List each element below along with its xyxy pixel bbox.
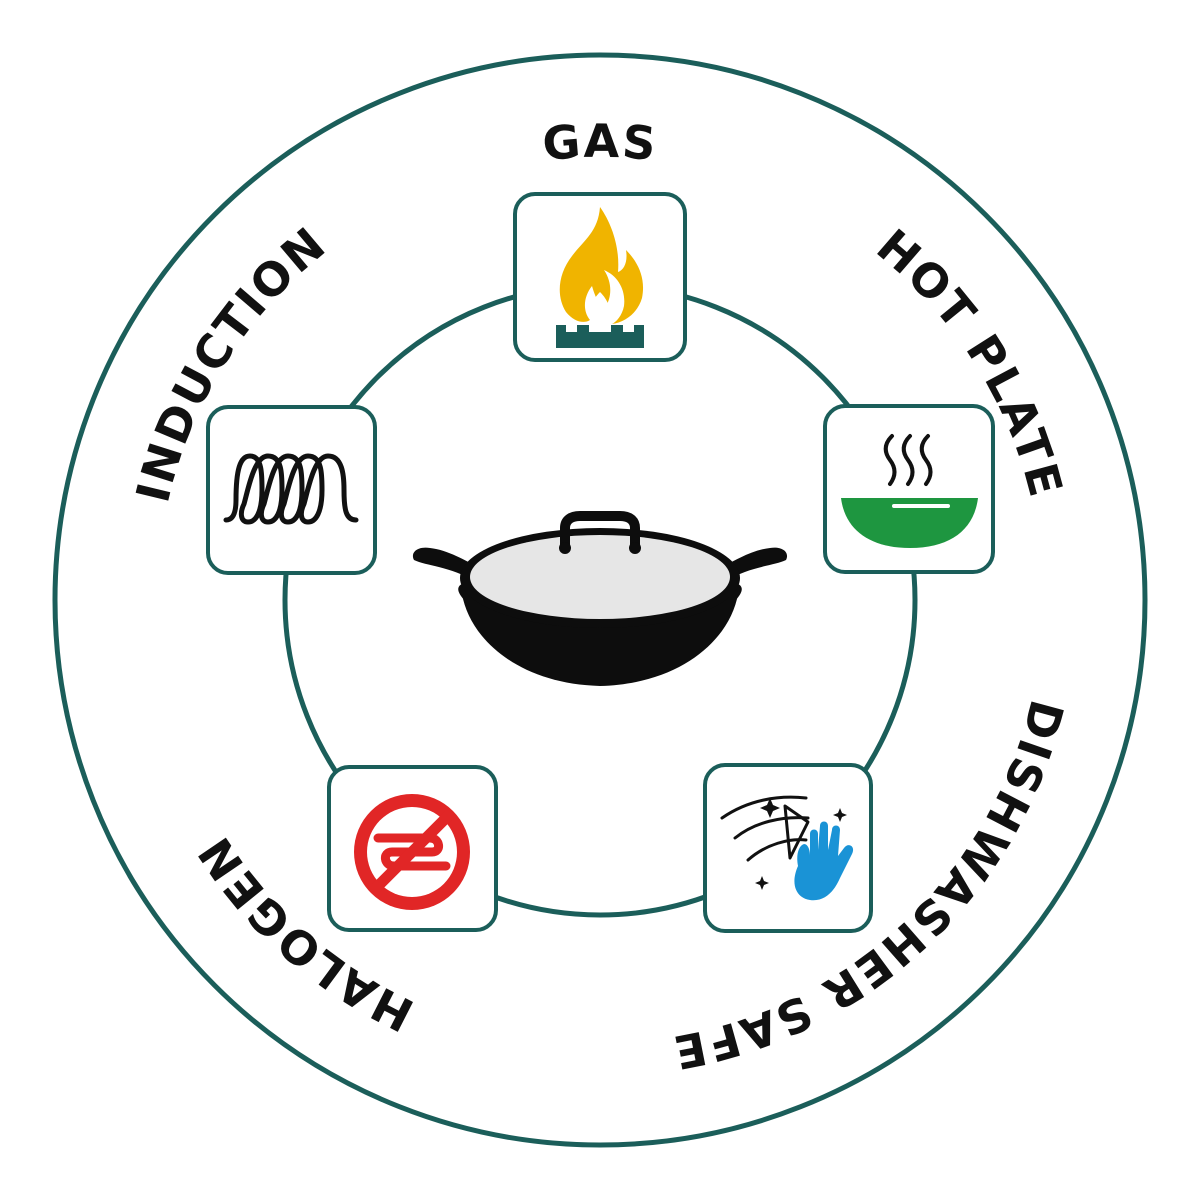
hot-bowl-icon (841, 434, 978, 548)
gas-flame-icon (556, 207, 644, 348)
halogen-icon (354, 794, 470, 910)
outer-ring (52, 52, 1148, 1148)
feature-gas (513, 192, 687, 362)
dishwasher-hand-icon (720, 795, 854, 901)
feature-induction (206, 405, 377, 575)
induction-coil-icon (223, 453, 359, 525)
feature-dishwasher-safe (703, 763, 873, 933)
feature-hot-plate (823, 404, 995, 574)
label-gas: GAS (540, 114, 660, 171)
feature-halogen (327, 765, 498, 932)
kadhai-with-lid-icon (412, 511, 788, 686)
